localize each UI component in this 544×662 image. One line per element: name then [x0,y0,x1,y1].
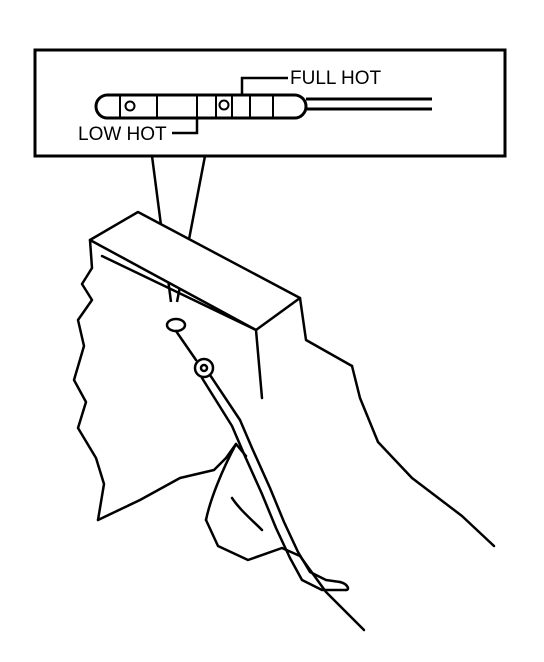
full-hot-label: FULL HOT [290,68,382,89]
dipstick-handle-ring [193,357,215,379]
dipstick-tube-opening [165,317,187,333]
low-hot-callout: LOW HOT [78,117,199,145]
hand [96,364,496,632]
blade-outline [94,93,308,120]
transaxle-case [72,210,354,522]
low-hot-label: LOW HOT [78,124,167,145]
full-hot-hole [218,99,230,111]
low-hot-hole [124,100,136,112]
detail-inset: FULL HOT LOW HOT [33,48,507,158]
dipstick-blade-magnified [94,93,432,120]
dipstick [165,317,350,592]
full-hot-callout: FULL HOT [240,68,382,96]
